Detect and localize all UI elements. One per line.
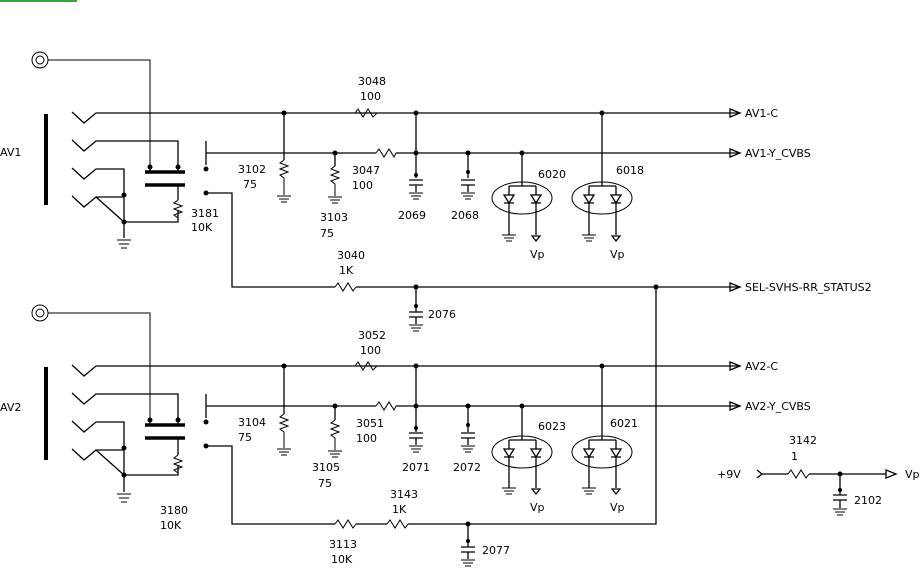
resistor-value-3047: 100 <box>352 179 373 192</box>
resistor-ref-3104: 3104 <box>238 416 266 429</box>
supply-label-plus9v: +9V <box>717 468 741 481</box>
capacitor-ref-2072: 2072 <box>453 461 481 474</box>
resistor-value-3142: 1 <box>791 450 798 463</box>
resistor-value-3143: 1K <box>392 503 407 516</box>
resistor-ref-3103: 3103 <box>320 211 348 224</box>
diode-ref-6023: 6023 <box>538 420 566 433</box>
resistor-value-3113: 10K <box>331 553 353 566</box>
resistor-ref-3142: 3142 <box>789 434 817 447</box>
resistor-value-3051: 100 <box>356 432 377 445</box>
resistor-ref-3181: 3181 <box>191 207 219 220</box>
diode-ref-6018: 6018 <box>616 164 644 177</box>
av1-connector-label: AV1 <box>0 146 21 159</box>
resistor-value-3104: 75 <box>238 431 252 444</box>
resistor-value-3105: 75 <box>318 477 332 490</box>
capacitor-ref-2102: 2102 <box>854 494 882 507</box>
resistor-value-3102: 75 <box>243 178 257 191</box>
resistor-ref-3102: 3102 <box>238 163 266 176</box>
signal-label-av1-c: AV1-C <box>745 107 778 120</box>
signal-label-av2-y-cvbs: AV2-Y_CVBS <box>745 400 811 413</box>
resistor-ref-3051: 3051 <box>356 417 384 430</box>
signal-label-sel-svhs-rr-status2: SEL-SVHS-RR_STATUS2 <box>745 281 872 294</box>
resistor-ref-3143: 3143 <box>390 488 418 501</box>
vp-label-6020: Vp <box>530 248 545 261</box>
resistor-value-3052: 100 <box>360 344 381 357</box>
signal-label-av2-c: AV2-C <box>745 360 778 373</box>
diode-ref-6020: 6020 <box>538 168 566 181</box>
resistor-ref-3113: 3113 <box>329 538 357 551</box>
capacitor-ref-2077: 2077 <box>482 544 510 557</box>
capacitor-ref-2076: 2076 <box>428 308 456 321</box>
capacitor-ref-2071: 2071 <box>402 461 430 474</box>
resistor-ref-3052: 3052 <box>358 329 386 342</box>
resistor-ref-3040: 3040 <box>337 249 365 262</box>
capacitor-ref-2069: 2069 <box>398 209 426 222</box>
resistor-ref-3047: 3047 <box>352 164 380 177</box>
vp-label-6018: Vp <box>610 248 625 261</box>
resistor-value-3180: 10K <box>160 519 182 532</box>
resistor-value-3103: 75 <box>320 227 334 240</box>
av2-connector-label: AV2 <box>0 401 21 414</box>
resistor-ref-3180: 3180 <box>160 504 188 517</box>
resistor-value-3048: 100 <box>360 90 381 103</box>
signal-label-av1-y-cvbs: AV1-Y_CVBS <box>745 147 811 160</box>
capacitor-ref-2068: 2068 <box>451 209 479 222</box>
vp-label-6021: Vp <box>610 501 625 514</box>
diode-ref-6021: 6021 <box>610 417 638 430</box>
resistor-ref-3048: 3048 <box>358 75 386 88</box>
vp-label-6023: Vp <box>530 501 545 514</box>
supply-label-vp: Vp <box>905 468 920 481</box>
resistor-ref-3105: 3105 <box>312 461 340 474</box>
resistor-value-3040: 1K <box>339 264 354 277</box>
resistor-value-3181: 10K <box>191 221 213 234</box>
